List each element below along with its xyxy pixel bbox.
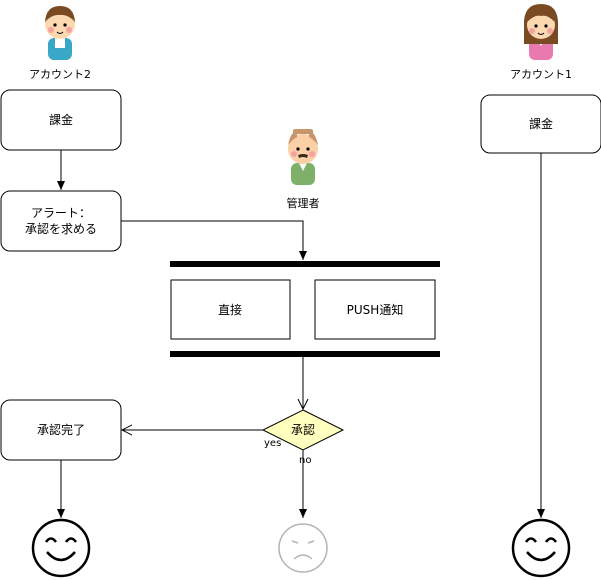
node-push[interactable]: PUSH通知 (314, 279, 436, 340)
node-approval-complete[interactable]: 承認完了 (0, 399, 122, 461)
node-direct[interactable]: 直接 (170, 279, 291, 340)
node-approval-complete-label: 承認完了 (37, 422, 85, 437)
actor-label-account1: アカウント1 (510, 68, 572, 81)
node-charge-account2[interactable]: 課金 (0, 89, 122, 151)
happy-face-icon (31, 518, 91, 578)
join-bar (170, 351, 440, 357)
fork-bar (170, 261, 440, 267)
node-direct-label: 直接 (218, 302, 242, 317)
boy-avatar-icon (45, 6, 75, 60)
girl-avatar-icon (523, 4, 559, 60)
node-alert[interactable]: アラート： 承認を求める (0, 190, 122, 252)
node-charge-account1[interactable]: 課金 (480, 94, 601, 154)
node-charge-account2-label: 課金 (49, 112, 73, 127)
node-alert-label-line2: 承認を求める (25, 221, 97, 236)
node-alert-label-line1: アラート： (31, 206, 91, 220)
edge-label-no: no (299, 455, 311, 466)
admin-avatar-icon (288, 129, 318, 185)
node-charge-account1-label: 課金 (529, 116, 553, 131)
decision-approve-label: 承認 (291, 422, 315, 437)
edge-label-yes: yes (264, 438, 281, 449)
happy-face-icon (511, 518, 571, 578)
edge-alert-to-fork (121, 220, 307, 260)
node-push-label: PUSH通知 (347, 303, 404, 317)
sad-face-icon (278, 523, 328, 573)
actor-label-account2: アカウント2 (29, 68, 91, 81)
actor-label-admin: 管理者 (287, 196, 320, 210)
